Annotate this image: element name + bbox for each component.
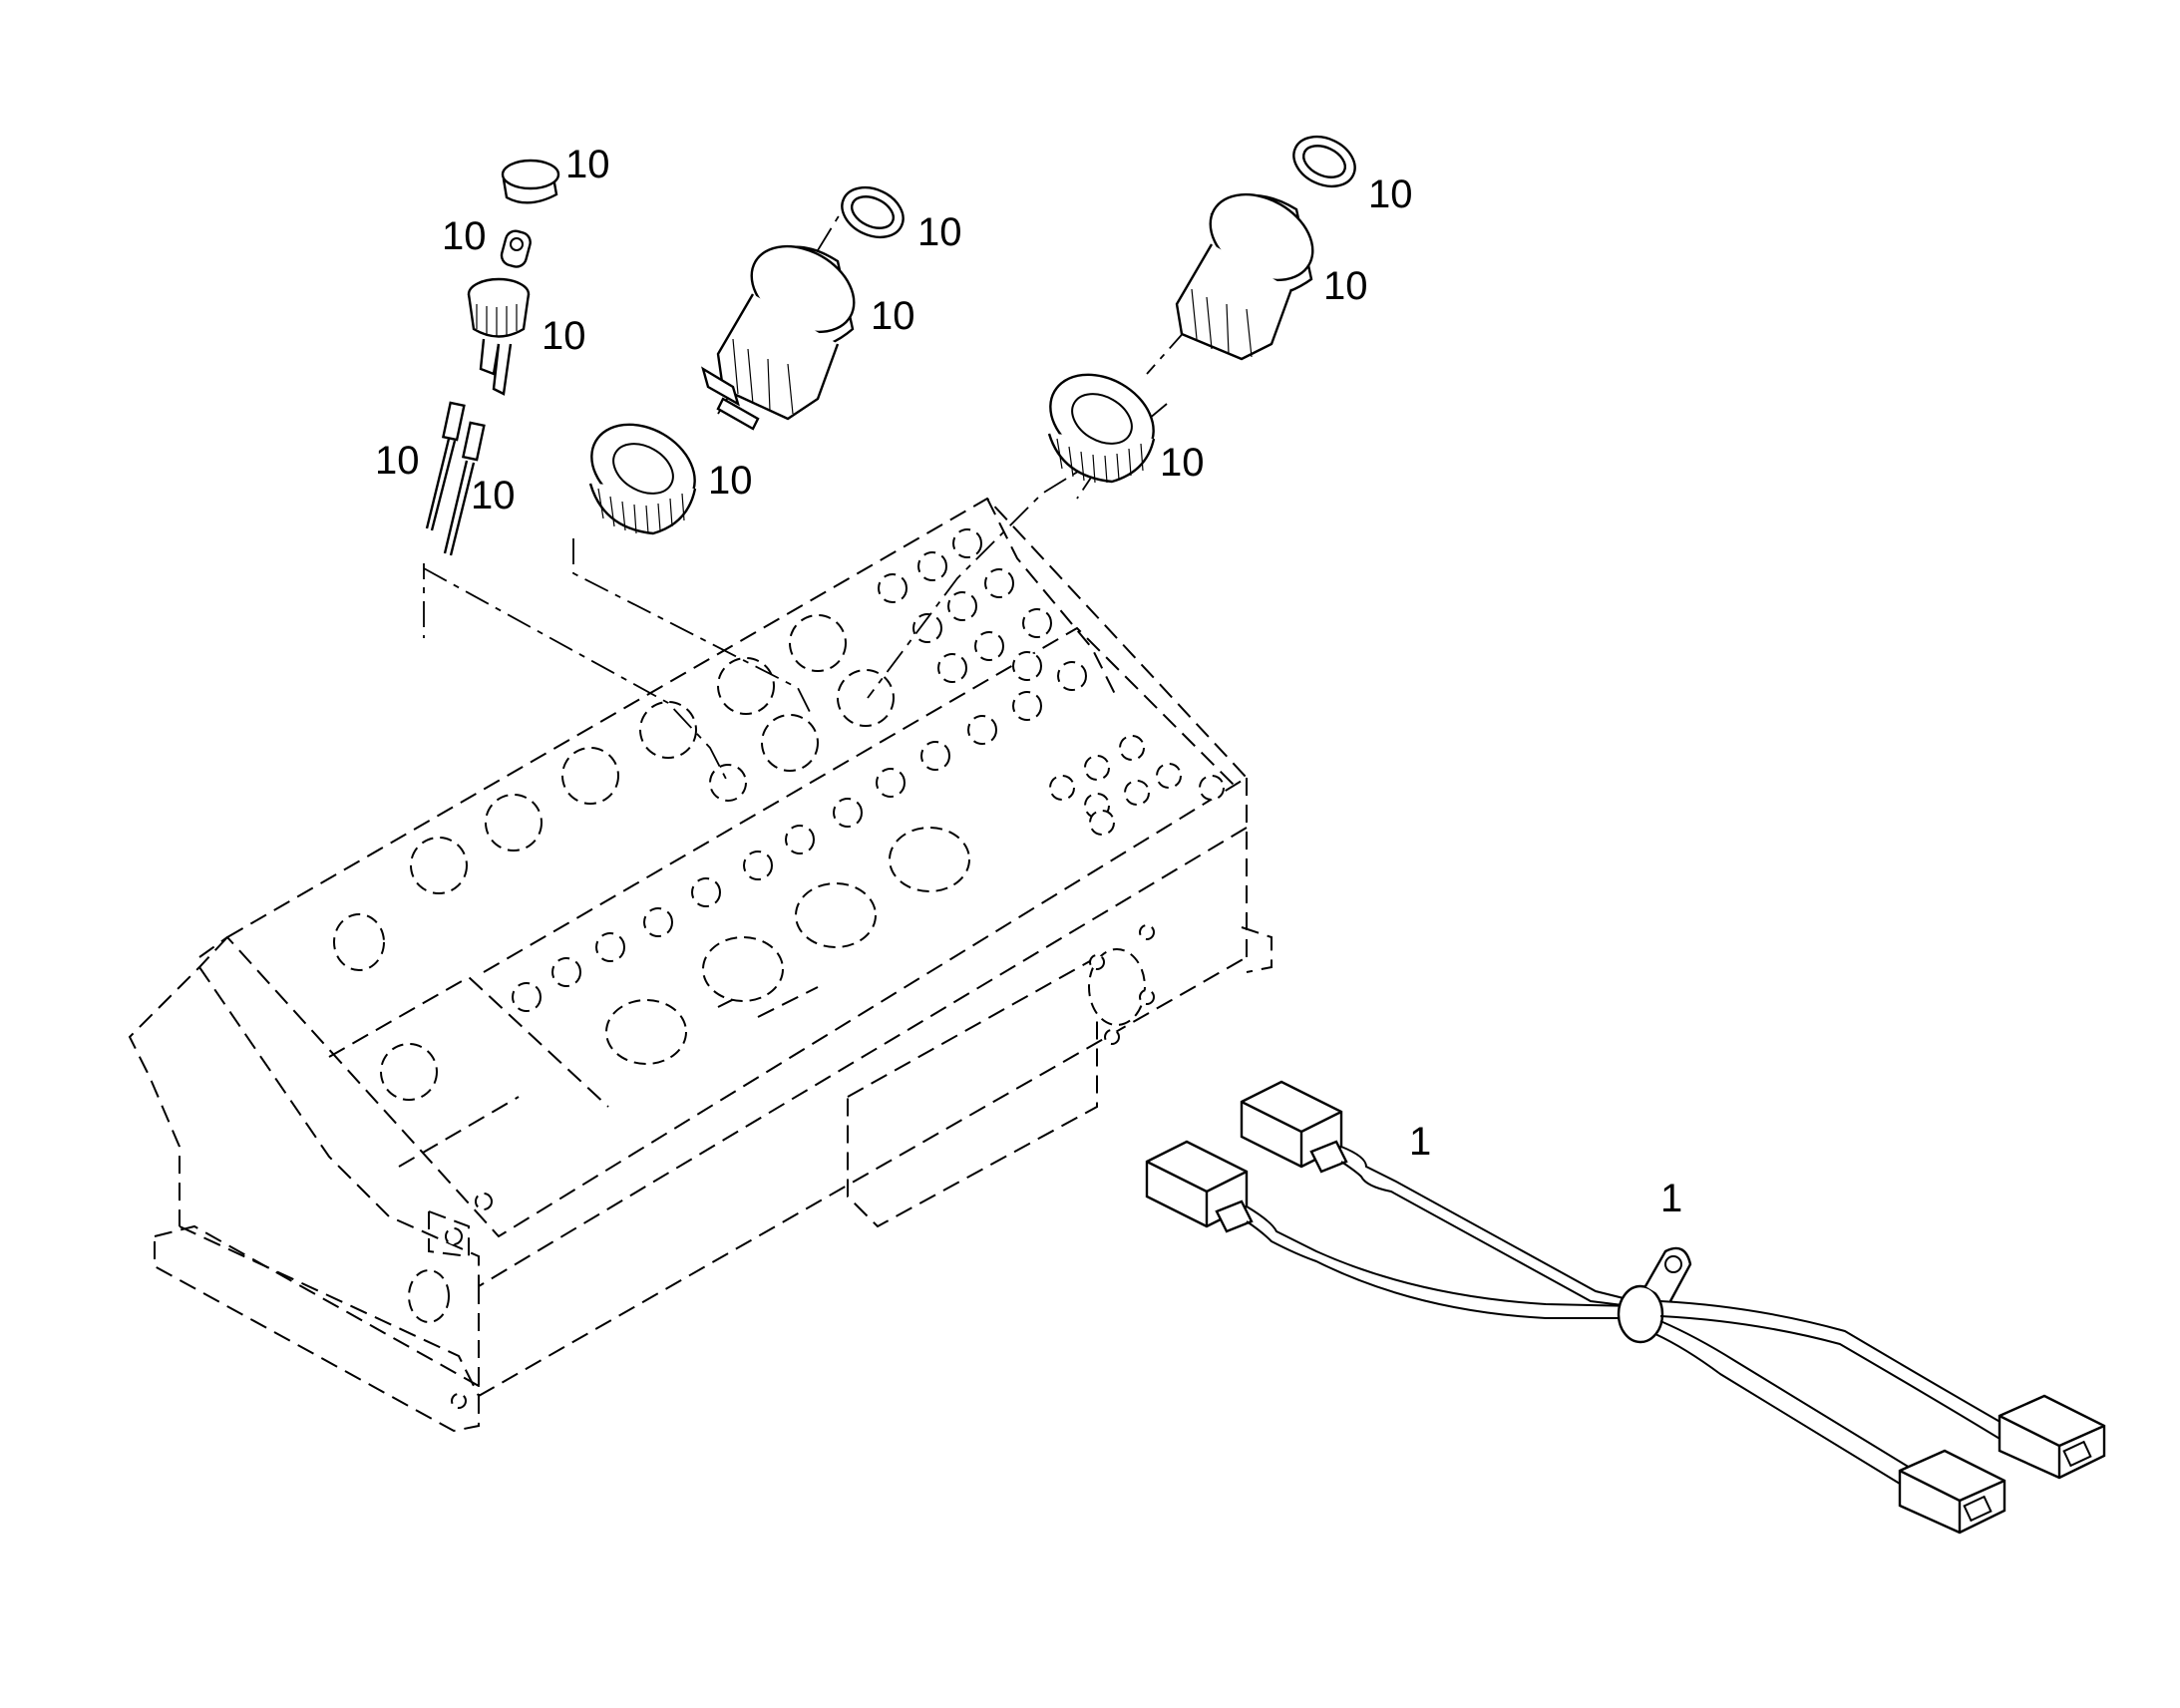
callout-ring-left: 10: [917, 210, 962, 254]
sealing-ring-left: [841, 185, 905, 239]
mounting-nut-left: [588, 423, 697, 535]
callout-socket: 10: [542, 314, 586, 358]
indicator-lamp-bulb: [500, 229, 532, 268]
push-button-switch-right: [1175, 192, 1314, 361]
indicator-lamp-socket: [467, 277, 531, 396]
callout-switch-left: 10: [871, 294, 915, 338]
callout-switch-right: 10: [1323, 264, 1368, 308]
callout-ring-right: 10: [1368, 172, 1413, 216]
push-button-switch-left: [701, 244, 856, 431]
callout-nut-right: 10: [1160, 441, 1205, 485]
wire-terminal-b: [443, 421, 486, 556]
callout-harness-clip: 1: [1660, 1177, 1682, 1220]
mounting-nut-right: [1047, 373, 1156, 484]
callout-cap: 10: [565, 143, 610, 186]
wiring-harness: [1145, 1080, 2106, 1535]
dashboard-panel-housing: [128, 497, 1272, 1433]
indicator-lamp-cap: [501, 159, 560, 204]
callout-harness: 1: [1409, 1120, 1431, 1164]
sealing-ring-right: [1292, 135, 1356, 188]
callout-labels: 10 10 10 10 10 10 10 10 10 10 10 1 1: [375, 143, 1682, 1220]
callout-nut-left: 10: [708, 459, 753, 503]
wire-terminal-a: [425, 401, 466, 531]
callout-bulb: 10: [442, 214, 487, 258]
callout-terminal-b: 10: [471, 474, 516, 517]
callout-terminal-a: 10: [375, 439, 420, 483]
